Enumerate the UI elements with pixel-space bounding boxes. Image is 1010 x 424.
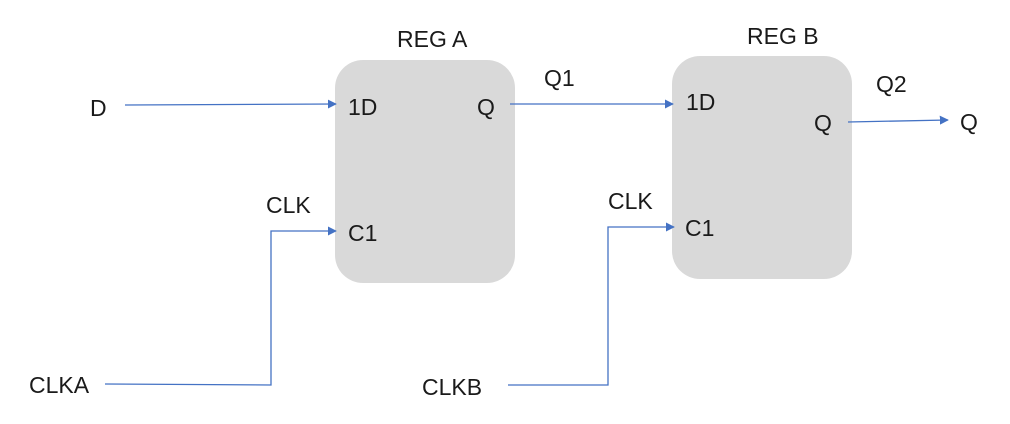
wire-d-to-reg-a bbox=[124, 99, 337, 109]
reg-b-pin-1d: 1D bbox=[686, 89, 716, 115]
wire-q2 bbox=[847, 115, 949, 125]
reg-b-title: REG B bbox=[747, 23, 819, 49]
signal-clk-b-label: CLK bbox=[608, 188, 653, 214]
signal-q-output: Q bbox=[960, 109, 978, 135]
reg-a-pin-c1: C1 bbox=[348, 220, 378, 246]
signal-clk-a-label: CLK bbox=[266, 192, 311, 218]
signal-d-input: D bbox=[90, 95, 107, 121]
register-b-block bbox=[672, 56, 852, 279]
signal-clkb: CLKB bbox=[422, 374, 483, 400]
signal-q2: Q2 bbox=[876, 71, 907, 97]
register-a-block bbox=[335, 60, 515, 283]
reg-a-title: REG A bbox=[397, 26, 468, 52]
reg-b-pin-q: Q bbox=[814, 110, 832, 136]
reg-a-pin-1d: 1D bbox=[348, 94, 378, 120]
wire-clkb bbox=[508, 222, 675, 386]
reg-a-pin-q: Q bbox=[477, 94, 495, 120]
signal-clka: CLKA bbox=[29, 372, 90, 398]
signal-q1: Q1 bbox=[544, 65, 575, 91]
wire-clka bbox=[104, 226, 337, 386]
reg-b-pin-c1: C1 bbox=[685, 215, 715, 241]
